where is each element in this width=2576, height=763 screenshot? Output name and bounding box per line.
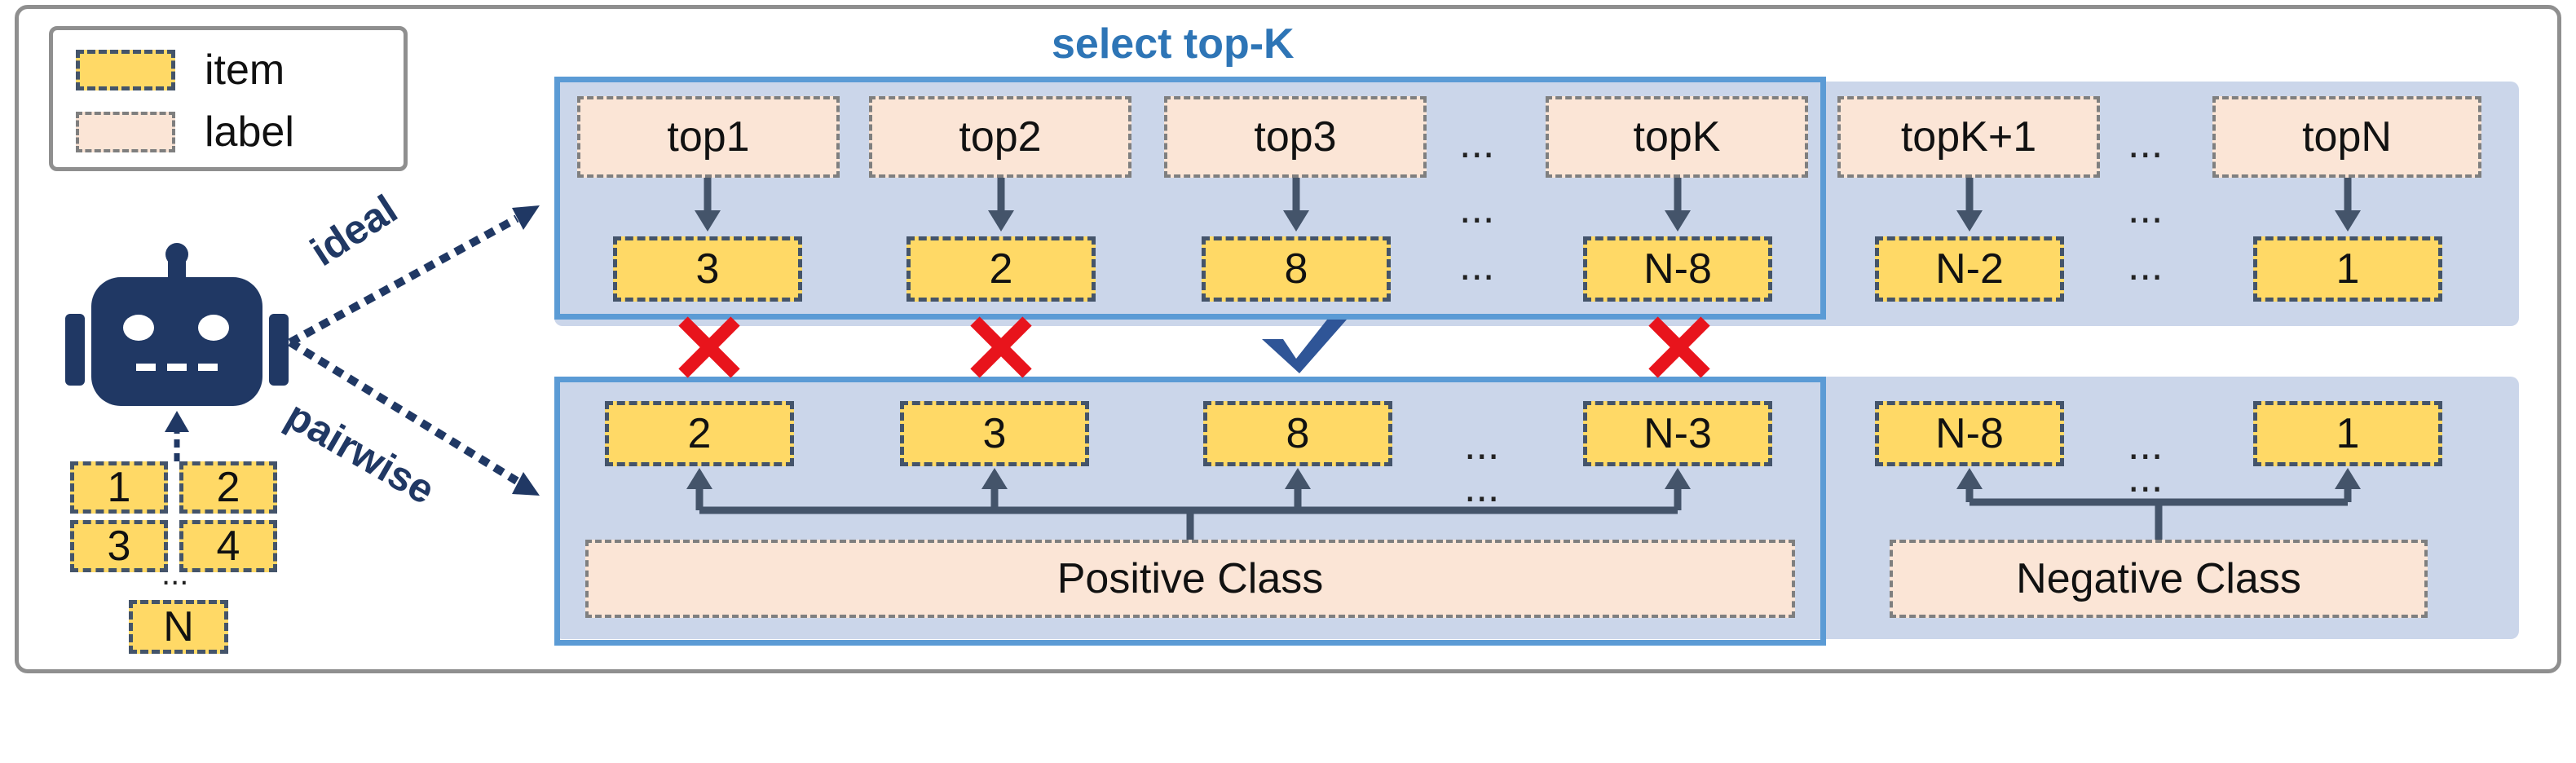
ideal-arrow-ellipsis: ...	[1459, 185, 1495, 232]
legend-label-swatch	[76, 112, 175, 152]
positive-item-k: N-3	[1583, 401, 1772, 466]
rest-item-ellipsis: ...	[2128, 242, 2164, 289]
pairwise-arrow	[288, 338, 540, 496]
ideal-item-1: 3	[613, 236, 802, 302]
select-topk-title: select top-K	[1052, 20, 1295, 68]
legend-label-text: label	[205, 108, 294, 156]
input-item-n: N	[129, 600, 228, 654]
robot-icon	[65, 243, 289, 406]
rest-arrow-ellipsis: ...	[2128, 185, 2164, 232]
input-item-2: 2	[179, 461, 277, 514]
positive-item-3: 8	[1203, 401, 1392, 466]
input-item-4: 4	[179, 520, 277, 572]
cross-mark-4	[1648, 316, 1710, 378]
label-topK: topK	[1546, 96, 1808, 178]
positive-item-1: 2	[605, 401, 794, 466]
input-item-3: 3	[70, 520, 168, 572]
positive-item-2: 3	[900, 401, 1089, 466]
input-ellipsis: ...	[161, 556, 189, 592]
label-top2: top2	[869, 96, 1131, 178]
negative-item-ellipsis: ...	[2128, 421, 2164, 469]
ideal-label-ellipsis: ...	[1459, 120, 1495, 167]
legend-item-swatch	[76, 50, 175, 90]
ideal-arrow	[288, 205, 540, 346]
negative-arrow-ellipsis: ...	[2128, 454, 2164, 501]
label-topN: topN	[2212, 96, 2481, 178]
ideal-item-ellipsis: ...	[1459, 242, 1495, 289]
positive-item-ellipsis: ...	[1464, 421, 1500, 469]
positive-class-arrows	[686, 468, 1691, 540]
input-to-robot-arrow	[165, 411, 189, 461]
input-item-1: 1	[70, 461, 168, 514]
negative-class-arrows	[1956, 468, 2361, 540]
positive-arrow-ellipsis: ...	[1464, 464, 1500, 511]
positive-class-box	[554, 377, 1826, 646]
rest-item-n: 1	[2253, 236, 2442, 302]
ideal-item-3: 8	[1202, 236, 1391, 302]
negative-item-1: N-8	[1875, 401, 2064, 466]
cross-mark-1	[678, 316, 740, 378]
legend-item-text: item	[205, 46, 285, 94]
check-mark-3	[1262, 320, 1347, 373]
negative-item-n: 1	[2253, 401, 2442, 466]
rest-label-ellipsis: ...	[2128, 120, 2164, 167]
label-top1: top1	[577, 96, 840, 178]
rest-item-k-plus-1: N-2	[1875, 236, 2064, 302]
cross-mark-2	[970, 316, 1032, 378]
legend: item label	[49, 26, 408, 171]
label-topK-plus-1: topK+1	[1837, 96, 2100, 178]
select-topk-box	[554, 77, 1826, 320]
ideal-item-k: N-8	[1583, 236, 1772, 302]
ideal-item-2: 2	[906, 236, 1096, 302]
negative-class-label: Negative Class	[1890, 540, 2428, 618]
label-top3: top3	[1164, 96, 1427, 178]
ideal-down-arrows	[695, 178, 2361, 232]
positive-class-label: Positive Class	[585, 540, 1795, 618]
